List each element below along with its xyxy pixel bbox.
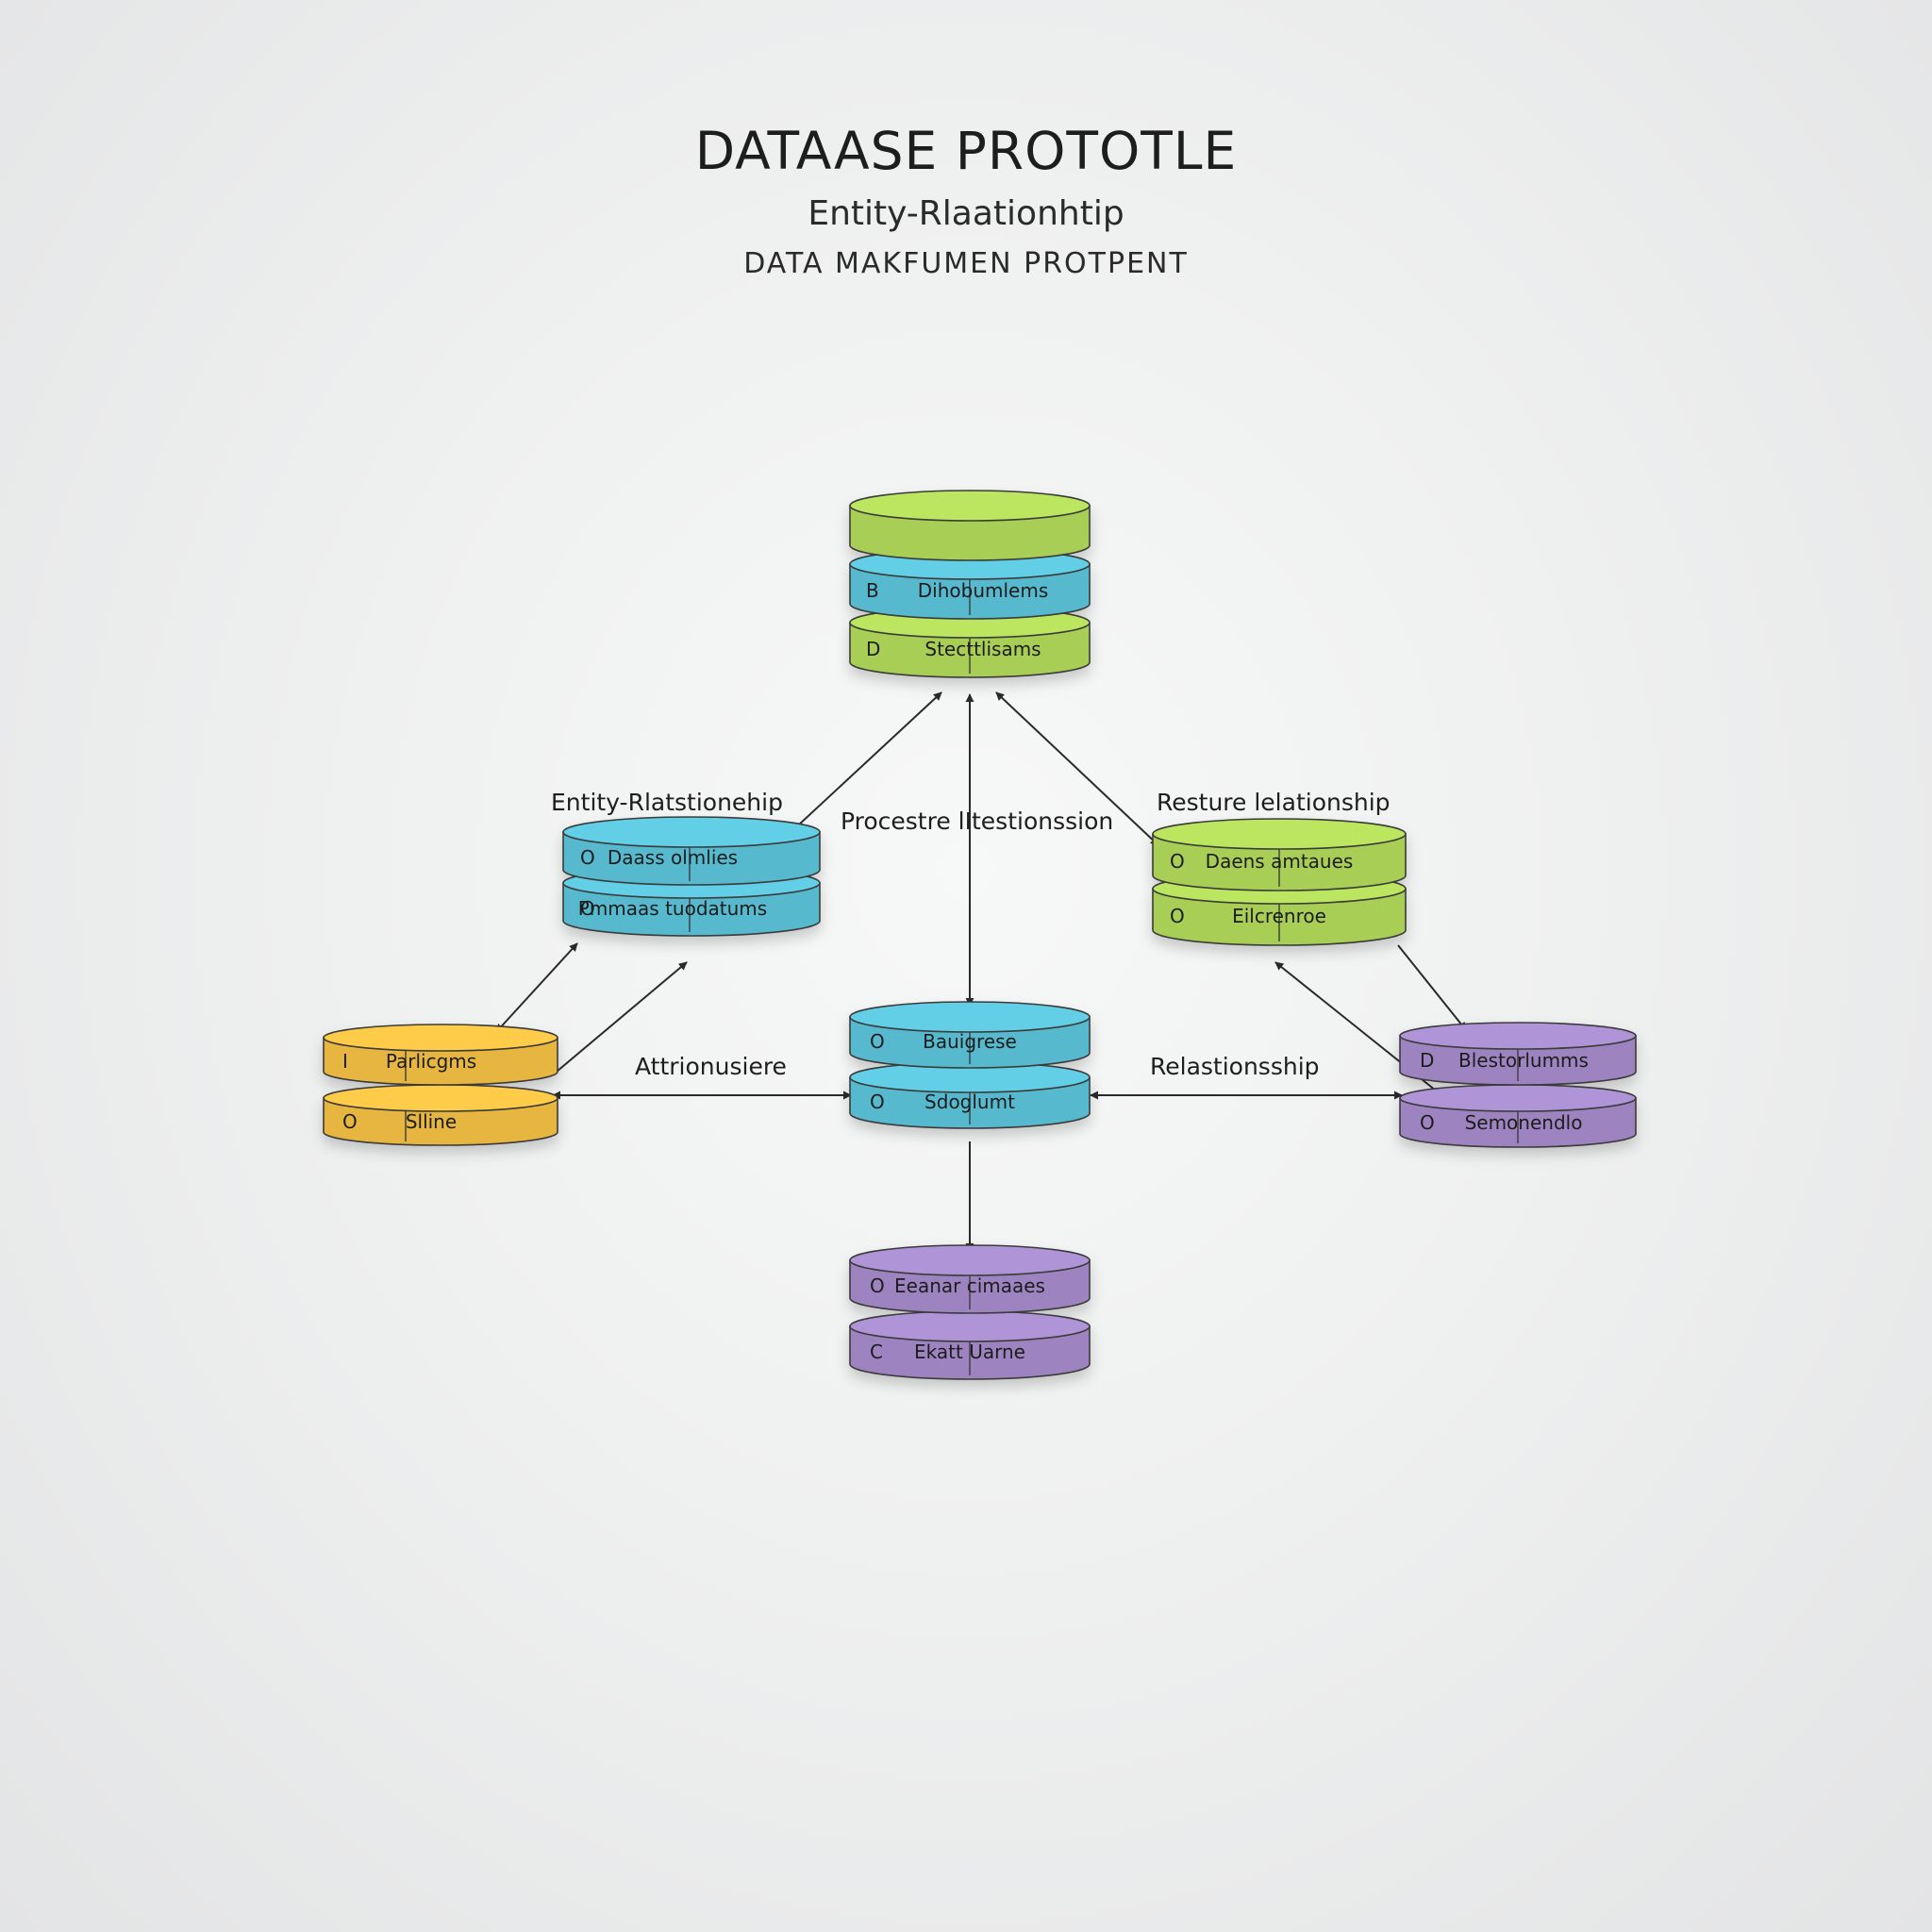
entity-stack-top[interactable]: D Stecttlisams B Dihobumlems <box>849 490 1091 678</box>
layer-label: Slline <box>406 1110 457 1133</box>
entity-stack-purple-right[interactable]: O Semonendlo D Blestorlumms <box>1399 1022 1637 1148</box>
page-tagline: DATA MAKFUMEN PROTPENT <box>743 247 1189 280</box>
entity-stack-yellow[interactable]: O Slline I Parlicgms <box>323 1024 558 1146</box>
stack-yellow-layer-1[interactable]: O Slline <box>323 1084 558 1146</box>
page-subtitle: Entity-Rlaationhtip <box>808 194 1124 233</box>
layer-label: Stecttlisams <box>924 638 1041 660</box>
connector-right-to-purple <box>1397 944 1467 1031</box>
layer-label: Sdoglumt <box>924 1091 1015 1113</box>
connector-left-to-yellow-b <box>556 961 688 1073</box>
layer-key-letter: O <box>580 846 595 869</box>
layer-key-letter: O <box>870 1091 885 1113</box>
layer-key-letter: O <box>870 1030 885 1053</box>
layer-label: Parlicgms <box>386 1050 476 1073</box>
layer-label: Eeanar cimaaes <box>894 1274 1045 1297</box>
layer-label: Blestorlumms <box>1458 1049 1589 1072</box>
layer-key-letter: O <box>580 897 595 920</box>
layer-top <box>849 1001 1091 1033</box>
layer-label: Eilcrenroe <box>1232 905 1326 927</box>
layer-top <box>562 816 821 848</box>
layer-label: Daass olmlies <box>608 846 738 869</box>
label-attrionusiere: Attrionusiere <box>635 1053 787 1080</box>
layer-key-letter: O <box>1420 1111 1435 1134</box>
layer-key-letter: O <box>1170 850 1185 873</box>
layer-label: Dihobumlems <box>918 579 1049 602</box>
stack-center-layer-1[interactable]: O Sdoglumt <box>849 1061 1091 1129</box>
layer-top <box>1399 1022 1637 1050</box>
stack-center-layer-0[interactable]: O Bauigrese <box>849 1001 1091 1069</box>
layer-key-letter: O <box>1170 905 1185 927</box>
layer-label: Bauigrese <box>923 1030 1017 1053</box>
connectors <box>495 691 1467 1252</box>
connector-top-to-left <box>784 691 942 839</box>
entity-stack-bottom[interactable]: C Ekatt Uarne O Eeanar cimaaes <box>849 1244 1091 1380</box>
label-procestre: Procestre lItestionssion <box>841 808 1113 835</box>
stack-bottom-layer-0[interactable]: O Eeanar cimaaes <box>849 1244 1091 1314</box>
entity-stack-center[interactable]: O Sdoglumt O Bauigrese <box>849 1001 1091 1129</box>
stack-top-layer-0[interactable] <box>849 490 1091 561</box>
layer-top <box>323 1084 558 1112</box>
connector-left-to-yellow-a <box>495 942 578 1033</box>
stack-left-mid-layer-0[interactable]: O Daass olmlies <box>562 816 821 886</box>
label-entity-relationship: Entity-Rlatstionehip <box>551 789 783 816</box>
entity-stack-right-mid[interactable]: O Eilcrenroe O Daens amtaues <box>1152 818 1407 946</box>
stack-purple-right-layer-1[interactable]: O Semonendlo <box>1399 1084 1637 1148</box>
page-title: DATAASE PROTOTLE <box>694 121 1238 181</box>
stack-top-layer-1[interactable]: B Dihobumlems <box>849 548 1091 620</box>
layer-top <box>849 1310 1091 1342</box>
stack-bottom-layer-1[interactable]: C Ekatt Uarne <box>849 1310 1091 1380</box>
stack-right-mid-layer-0[interactable]: O Daens amtaues <box>1152 818 1407 891</box>
layer-top <box>1152 818 1407 850</box>
layer-top <box>849 490 1091 522</box>
label-resture: Resture lelationship <box>1157 789 1391 816</box>
stack-yellow-layer-0[interactable]: I Parlicgms <box>323 1024 558 1086</box>
layer-label: Pmmaas tuodatums <box>578 897 767 920</box>
layer-key-letter: B <box>866 579 879 602</box>
layer-top <box>1399 1084 1637 1112</box>
layer-key-letter: D <box>1420 1049 1434 1072</box>
stack-purple-right-layer-0[interactable]: D Blestorlumms <box>1399 1022 1637 1086</box>
layer-key-letter: O <box>870 1274 885 1297</box>
layer-key-letter: D <box>866 638 880 660</box>
layer-label: Daens amtaues <box>1206 850 1354 873</box>
relationship-labels: Entity-Rlatstionehip Procestre lItestion… <box>551 789 1391 1080</box>
connector-top-to-right <box>995 691 1159 846</box>
layer-top <box>323 1024 558 1052</box>
layer-label: Ekatt Uarne <box>914 1341 1025 1363</box>
label-relastionsship: Relastionsship <box>1150 1053 1320 1080</box>
layer-key-letter: O <box>342 1110 358 1133</box>
layer-key-letter: I <box>342 1050 348 1073</box>
layer-top <box>849 1244 1091 1276</box>
layer-key-letter: C <box>870 1341 883 1363</box>
layer-label: Semonendlo <box>1465 1111 1583 1134</box>
